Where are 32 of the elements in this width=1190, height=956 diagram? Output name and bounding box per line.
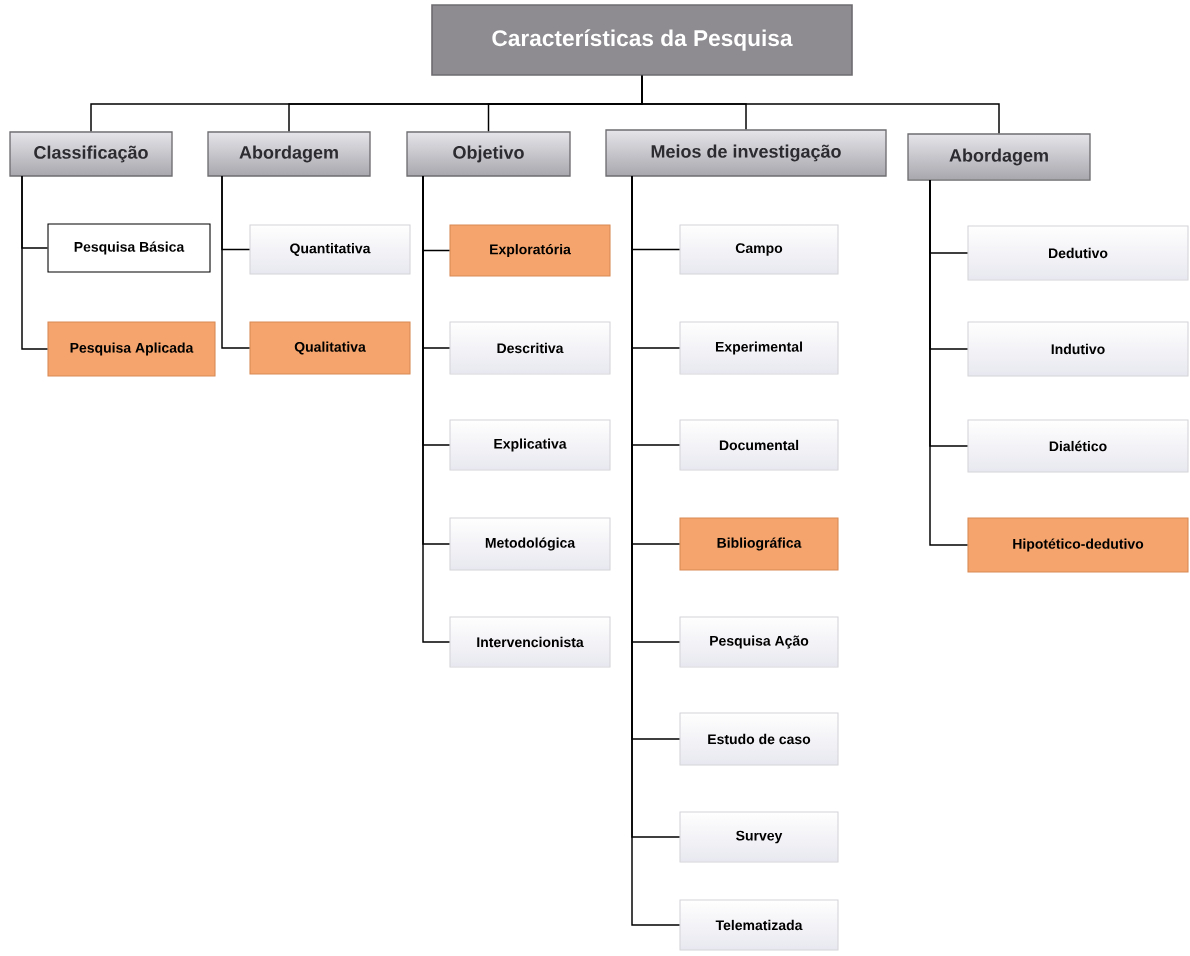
category-box: Objetivo <box>406 131 571 177</box>
item-box: Pesquisa Ação <box>679 616 839 668</box>
item-box: Metodológica <box>449 517 611 571</box>
connector-line <box>221 175 251 349</box>
item-box: Dialético <box>967 419 1189 473</box>
item-box: Indutivo <box>967 321 1189 377</box>
item-box: Survey <box>679 811 839 863</box>
highlighted-item-box: Exploratória <box>449 224 611 277</box>
item-box: Documental <box>679 419 839 471</box>
connector-line <box>21 175 49 350</box>
category-box: Abordagem <box>207 131 371 177</box>
item-box: Experimental <box>679 321 839 375</box>
connector-line <box>929 179 969 546</box>
item-box: Pesquisa Básica <box>47 223 211 273</box>
item-box: Campo <box>679 224 839 275</box>
title-box: Características da Pesquisa <box>431 4 853 76</box>
connector-line <box>422 175 451 643</box>
connector-line <box>641 75 1000 135</box>
item-box: Descritiva <box>449 321 611 375</box>
highlighted-item-box: Hipotético-dedutivo <box>967 517 1189 573</box>
item-box: Explicativa <box>449 419 611 471</box>
category-box: Meios de investigação <box>605 129 887 177</box>
highlighted-item-box: Pesquisa Aplicada <box>47 321 216 377</box>
item-box: Quantitativa <box>249 224 411 275</box>
item-box: Dedutivo <box>967 225 1189 281</box>
item-box: Estudo de caso <box>679 712 839 766</box>
category-box: Classificação <box>9 131 173 177</box>
item-box: Telematizada <box>679 899 839 951</box>
highlighted-item-box: Bibliográfica <box>679 517 839 571</box>
highlighted-item-box: Qualitativa <box>249 321 411 375</box>
category-box: Abordagem <box>907 133 1091 181</box>
item-box: Intervencionista <box>449 616 611 668</box>
